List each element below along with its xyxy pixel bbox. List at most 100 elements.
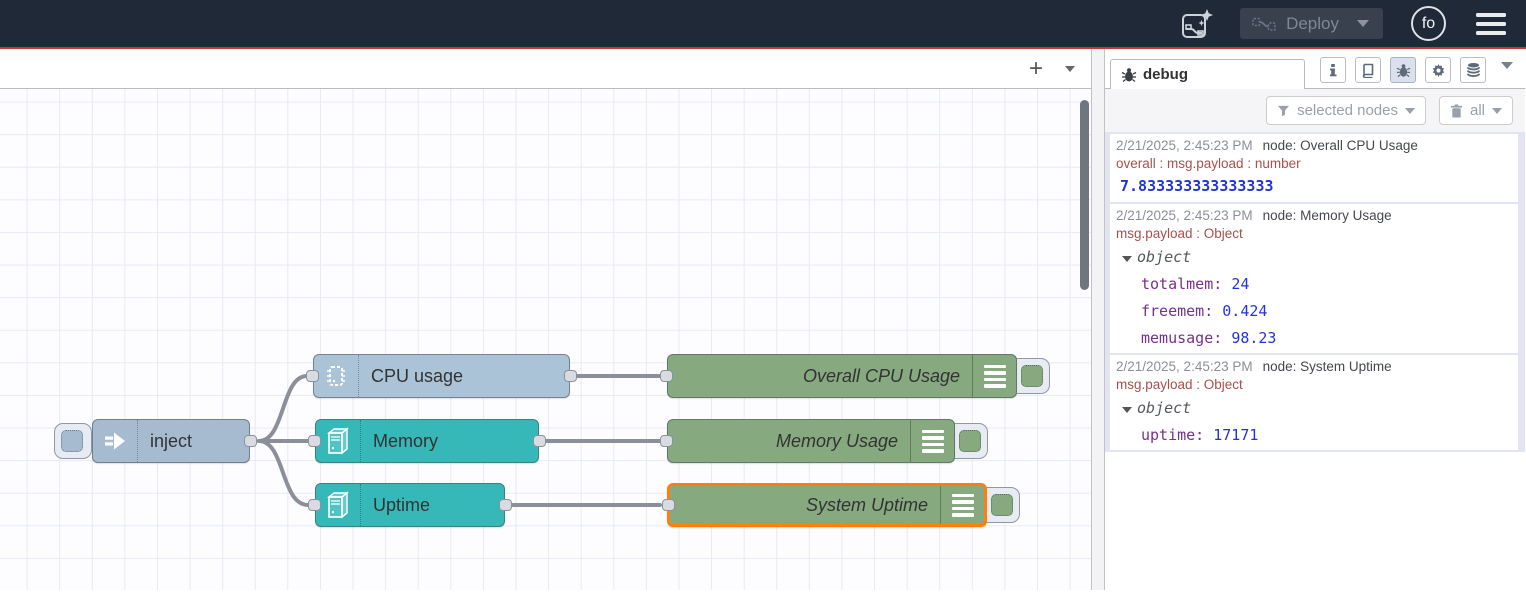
computer-tower-icon [316, 484, 361, 526]
info-icon [1330, 64, 1337, 77]
debug-message[interactable]: 2/21/2025, 2:45:23 PM node: Overall CPU U… [1110, 134, 1518, 202]
node-uptime[interactable]: Uptime [308, 483, 512, 527]
avatar-initials: fo [1421, 14, 1436, 32]
flow-canvas[interactable]: inject CPU usage [0, 89, 1091, 590]
debug-toggle-inner [959, 430, 981, 452]
memory-output-port[interactable] [533, 435, 546, 447]
uptime-input-port[interactable] [308, 499, 321, 511]
node-label: Uptime [373, 494, 431, 515]
canvas-vertical-scrollbar[interactable] [1080, 100, 1089, 290]
sidebar-resize-handle[interactable] [1092, 49, 1105, 590]
object-field: totalmem: 24 [1116, 266, 1512, 293]
field-key: freemem: [1141, 302, 1214, 320]
message-property-path: msg.payload : Object [1116, 226, 1243, 241]
node-label: System Uptime [805, 494, 928, 515]
debug-input-port[interactable] [662, 499, 675, 511]
menu-icon [1476, 21, 1506, 26]
add-flow-button[interactable]: + [1028, 54, 1043, 82]
message-number-value: 7.833333333333333 [1120, 177, 1274, 195]
flow-list-caret-icon[interactable] [1065, 65, 1075, 72]
tab-debug-label: debug [1143, 66, 1188, 83]
filter-funnel-icon [1278, 105, 1290, 116]
node-cpu-usage[interactable]: CPU usage [306, 354, 577, 398]
memory-input-port[interactable] [308, 435, 321, 447]
cpu-chip-icon [314, 355, 359, 397]
node-inject[interactable]: inject [92, 419, 257, 463]
tab-config-button[interactable] [1425, 57, 1451, 83]
clear-messages-button[interactable]: all [1438, 96, 1513, 125]
field-key: memusage: [1141, 329, 1223, 347]
computer-tower-icon [316, 420, 361, 462]
filter-selected-nodes-button[interactable]: selected nodes [1266, 96, 1426, 125]
tab-info-button[interactable] [1320, 57, 1346, 83]
message-source-node: node: Overall CPU Usage [1262, 138, 1418, 153]
message-header: 2/21/2025, 2:45:23 PM node: Overall CPU U… [1116, 138, 1512, 153]
message-source-node: node: System Uptime [1262, 359, 1392, 374]
cpu-input-port[interactable] [306, 370, 319, 382]
field-key: uptime: [1141, 426, 1205, 444]
book-icon [1362, 63, 1373, 78]
workspace: + [0, 49, 1092, 590]
wire-inject-uptime[interactable] [257, 439, 310, 507]
debug-toggle-inner [1021, 365, 1043, 387]
uptime-output-port[interactable] [499, 499, 512, 511]
flow-tabs-bar: + [0, 49, 1091, 89]
bug-icon [1396, 63, 1410, 77]
field-value: 0.424 [1222, 302, 1268, 320]
bug-icon [1121, 67, 1137, 82]
inject-output-port[interactable] [244, 435, 257, 447]
deploy-caret-icon[interactable] [1357, 20, 1369, 27]
sidebar-menu-caret-icon[interactable] [1501, 61, 1513, 69]
inject-trigger-button[interactable] [54, 423, 92, 459]
object-expand-toggle[interactable]: object [1116, 241, 1512, 266]
collapse-caret-icon [1122, 407, 1132, 413]
message-timestamp: 2/21/2025, 2:45:23 PM [1116, 208, 1253, 223]
ai-flow-sparkle-icon [1182, 8, 1214, 38]
deploy-button[interactable]: Deploy [1240, 8, 1383, 39]
debug-console-icon [910, 420, 954, 462]
tab-debug[interactable]: debug [1110, 59, 1305, 89]
sidebar-tab-buttons [1320, 57, 1513, 83]
sidebar-tab-bar: debug [1105, 49, 1525, 89]
node-label: inject [150, 430, 193, 451]
debug-input-port[interactable] [660, 435, 673, 447]
trash-icon [1450, 104, 1463, 117]
main-area: + [0, 49, 1526, 590]
node-label: Memory Usage [775, 430, 898, 451]
node-label: Overall CPU Usage [802, 365, 960, 386]
cpu-output-port[interactable] [564, 370, 577, 382]
node-memory[interactable]: Memory [308, 419, 546, 463]
menu-icon [1476, 12, 1506, 17]
debug-console-icon [940, 486, 984, 524]
object-field: freemem: 0.424 [1116, 293, 1512, 320]
node-debug-overall-cpu-usage[interactable]: Overall CPU Usage [660, 354, 1017, 398]
tab-help-button[interactable] [1355, 57, 1381, 83]
filter-label: selected nodes [1297, 102, 1398, 119]
object-expand-toggle[interactable]: object [1116, 392, 1512, 417]
node-label: CPU usage [371, 365, 464, 386]
collapse-caret-icon [1122, 256, 1132, 262]
node-debug-system-uptime[interactable]: System Uptime [662, 483, 987, 527]
user-avatar[interactable]: fo [1411, 6, 1446, 41]
field-value: 17171 [1213, 426, 1259, 444]
debug-message-list: 2/21/2025, 2:45:23 PM node: Overall CPU U… [1105, 132, 1525, 452]
menu-icon [1476, 30, 1506, 35]
debug-input-port[interactable] [660, 370, 673, 382]
object-field: memusage: 98.23 [1116, 320, 1512, 347]
object-label: object [1137, 399, 1192, 417]
inject-trigger-inner [61, 430, 83, 452]
node-debug-memory-usage[interactable]: Memory Usage [660, 419, 955, 463]
message-timestamp: 2/21/2025, 2:45:23 PM [1116, 138, 1253, 153]
message-property-path: msg.payload : Object [1116, 377, 1243, 392]
gear-icon [1432, 63, 1444, 77]
node-label: Memory [373, 430, 439, 451]
wire-inject-cpu[interactable] [257, 374, 309, 443]
inject-arrow-icon [93, 420, 138, 462]
main-menu-button[interactable] [1476, 12, 1506, 35]
assistant-button[interactable] [1178, 7, 1216, 41]
tab-context-button[interactable] [1460, 57, 1486, 83]
tab-debug-button[interactable] [1390, 57, 1416, 83]
